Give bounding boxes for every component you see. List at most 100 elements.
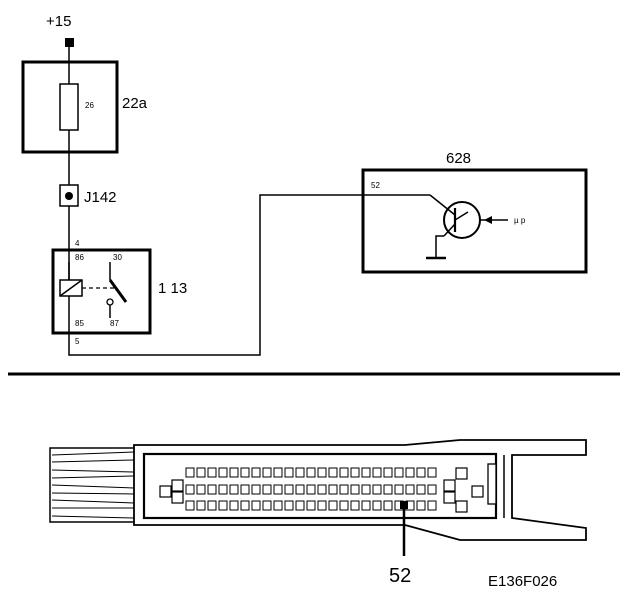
- relay-pin-86: 86: [75, 253, 84, 262]
- pin-cavity: [361, 467, 371, 478]
- fuse-symbol: [59, 83, 79, 131]
- coding-cavity: [171, 491, 184, 504]
- pin-cavity: [383, 484, 393, 495]
- wire-to-base: [429, 194, 456, 216]
- coding-cavity: [443, 491, 456, 504]
- pin-cavity: [339, 484, 349, 495]
- pin-cavity: [394, 467, 404, 478]
- relay-contact-87: [106, 298, 114, 306]
- pin-cavity: [185, 467, 195, 478]
- pin-cavity: [284, 467, 294, 478]
- pin-cavity: [229, 500, 239, 511]
- pin-cavity: [185, 500, 195, 511]
- latch: [487, 463, 497, 505]
- pin-cavity: [350, 500, 360, 511]
- pin-cavity: [394, 484, 404, 495]
- relay-terminal-in: 4: [75, 239, 80, 248]
- pin-cavity: [405, 484, 415, 495]
- pin-cavity: [339, 467, 349, 478]
- pin-cavity: [317, 467, 327, 478]
- pin-cavity: [361, 500, 371, 511]
- relay-pin-30: 30: [113, 253, 122, 262]
- pin-cavity: [273, 500, 283, 511]
- coding-cavity: [471, 485, 484, 498]
- pin-cavity: [218, 500, 228, 511]
- pin-cavity: [306, 500, 316, 511]
- supply-label: +15: [46, 13, 71, 30]
- pin-cavity: [416, 500, 426, 511]
- ecu-transistor: [443, 201, 481, 239]
- pin-cavity: [295, 484, 305, 495]
- wire-relay-to-ecu: [68, 194, 430, 356]
- pin-cavity: [251, 484, 261, 495]
- pin-cavity: [372, 500, 382, 511]
- pin-cavity: [427, 467, 437, 478]
- pin-cavity: [295, 467, 305, 478]
- pin-cavity: [207, 484, 217, 495]
- pin-cavity: [383, 500, 393, 511]
- ecu-outline: [361, 168, 588, 274]
- ecu-label: 628: [446, 150, 471, 167]
- pin-cavity: [306, 467, 316, 478]
- pin-cavity: [427, 484, 437, 495]
- coding-cavity: [159, 485, 172, 498]
- emitter-to-ground: [435, 235, 444, 258]
- connector-pin: [65, 192, 73, 200]
- connector-label: J142: [84, 189, 117, 206]
- supply-terminal: [65, 38, 74, 47]
- pin-cavity: [240, 467, 250, 478]
- coding-cavity: [455, 500, 468, 513]
- ecu-signal-label: µ p: [514, 216, 526, 225]
- pin-cavity: [350, 484, 360, 495]
- coding-cavity: [171, 479, 184, 492]
- relay-pin-87: 87: [110, 319, 119, 328]
- pin-cavity: [240, 484, 250, 495]
- ecu-connector-plug: 52: [49, 439, 587, 587]
- pin-cavity: [405, 467, 415, 478]
- fuse-box-22a: 26 22a: [21, 60, 148, 154]
- pin-cavity: [295, 500, 305, 511]
- pin-cavity: [262, 484, 272, 495]
- fuse-number: 26: [85, 101, 94, 110]
- pin-cavity: [207, 500, 217, 511]
- pin-cavity: [218, 467, 228, 478]
- pin-cavity: [262, 467, 272, 478]
- pin-cavity: [317, 500, 327, 511]
- relay-switch-arm: [108, 279, 128, 303]
- relay-pin-85: 85: [75, 319, 84, 328]
- pin-cavity: [427, 500, 437, 511]
- coding-cavity: [443, 479, 456, 492]
- pin-cavity: [383, 467, 393, 478]
- pin-cavity: [251, 500, 261, 511]
- relay-terminal-out: 5: [75, 337, 80, 346]
- figure-code: E136F026: [488, 573, 557, 590]
- harness-wires: [51, 451, 135, 519]
- ecu-pin: 52: [371, 181, 380, 190]
- pin-cavity: [361, 484, 371, 495]
- relay-1-13: 4 86 30 85 87 1 13: [51, 239, 187, 342]
- pin-cavity: [229, 467, 239, 478]
- coding-cavity: [455, 467, 468, 480]
- pin-cavity: [284, 484, 294, 495]
- pin-cavity: [273, 484, 283, 495]
- pin-cavity: [350, 467, 360, 478]
- pin-cavities: [159, 467, 484, 513]
- transistor-emitter: [443, 223, 456, 237]
- pin-cavity: [372, 467, 382, 478]
- pin-cavity: [416, 467, 426, 478]
- pin-cavity: [251, 467, 261, 478]
- pin-cavity: [240, 500, 250, 511]
- relay-outline: [51, 248, 152, 335]
- pin-cavity: [273, 467, 283, 478]
- pin-cavity: [229, 484, 239, 495]
- pin-cavity: [317, 484, 327, 495]
- pin-cavity: [306, 484, 316, 495]
- pin-callout-label: 52: [389, 565, 411, 587]
- transistor-collector: [454, 211, 469, 221]
- pin-cavity: [207, 467, 217, 478]
- pin-cavity: [416, 484, 426, 495]
- pin-cavity: [262, 500, 272, 511]
- highlighted-pin-52: [400, 501, 408, 509]
- relay-label: 1 13: [158, 280, 187, 297]
